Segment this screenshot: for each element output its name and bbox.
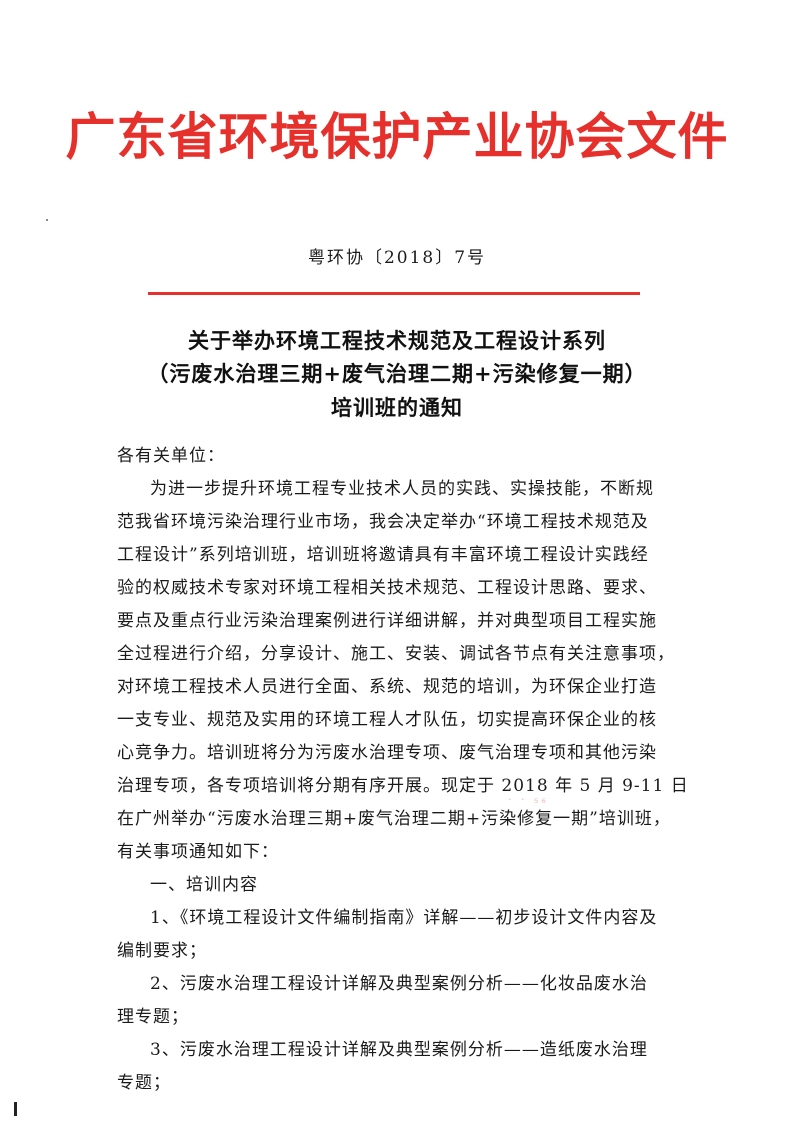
masthead-title: 广东省环境保护产业协会文件: [65, 107, 729, 166]
faint-stamp-mark: · · ₅₆: [508, 793, 549, 806]
paragraph-line: 全过程进行介绍，分享设计、施工、安装、调试各节点有关注意事项，: [117, 644, 675, 664]
section-heading: 一、培训内容: [150, 875, 258, 895]
paragraph-line: 一支专业、规范及实用的环境工程人才队伍，切实提高环保企业的核: [117, 710, 657, 730]
red-divider-line: [148, 292, 640, 295]
paragraph-line: 要点及重点行业污染治理案例进行详细讲解，并对典型项目工程实施: [117, 611, 657, 631]
paragraph-line: 为进一步提升环境工程专业技术人员的实践、实操技能，不断规: [150, 479, 654, 499]
scan-speck: [46, 219, 48, 221]
list-item-line: 2、污废水治理工程设计详解及典型案例分析——化妆品废水治: [150, 974, 648, 994]
list-item-line: 1、《环境工程设计文件编制指南》详解——初步设计文件内容及: [150, 908, 658, 928]
list-item-line: 专题；: [117, 1073, 171, 1093]
notice-title-line-3: 培训班的通知: [331, 395, 463, 420]
notice-title-line-1: 关于举办环境工程技术规范及工程设计系列: [188, 328, 606, 353]
document-number: 粤环协〔2018〕7号: [307, 248, 487, 268]
notice-title-line-2: （污废水治理三期+废气治理二期+污染修复一期）: [147, 361, 647, 386]
paragraph-line: 对环境工程技术人员进行全面、系统、规范的培训，为环保企业打造: [117, 677, 657, 697]
list-item-line: 编制要求；: [117, 941, 207, 961]
list-item-line: 3、污废水治理工程设计详解及典型案例分析——造纸废水治理: [150, 1040, 648, 1060]
paragraph-line: 有关事项通知如下：: [117, 842, 279, 862]
paragraph-line: 治理专项，各专项培训将分期有序开展。现定于 2018 年 5 月 9-11 日: [117, 776, 689, 796]
salutation: 各有关单位：: [117, 446, 225, 466]
paragraph-line: 验的权威技术专家对环境工程相关技术规范、工程设计思路、要求、: [117, 578, 657, 598]
scan-artifact: [14, 1102, 17, 1116]
paragraph-line: 在广州举办“污废水治理三期+废气治理二期+污染修复一期”培训班，: [117, 809, 671, 829]
paragraph-line: 范我省环境污染治理行业市场，我会决定举办“环境工程技术规范及: [117, 512, 649, 532]
paragraph-line: 工程设计”系列培训班，培训班将邀请具有丰富环境工程设计实践经: [117, 545, 649, 565]
paragraph-line: 心竞争力。培训班将分为污废水治理专项、废气治理专项和其他污染: [117, 743, 657, 763]
list-item-line: 理专题；: [117, 1007, 189, 1027]
